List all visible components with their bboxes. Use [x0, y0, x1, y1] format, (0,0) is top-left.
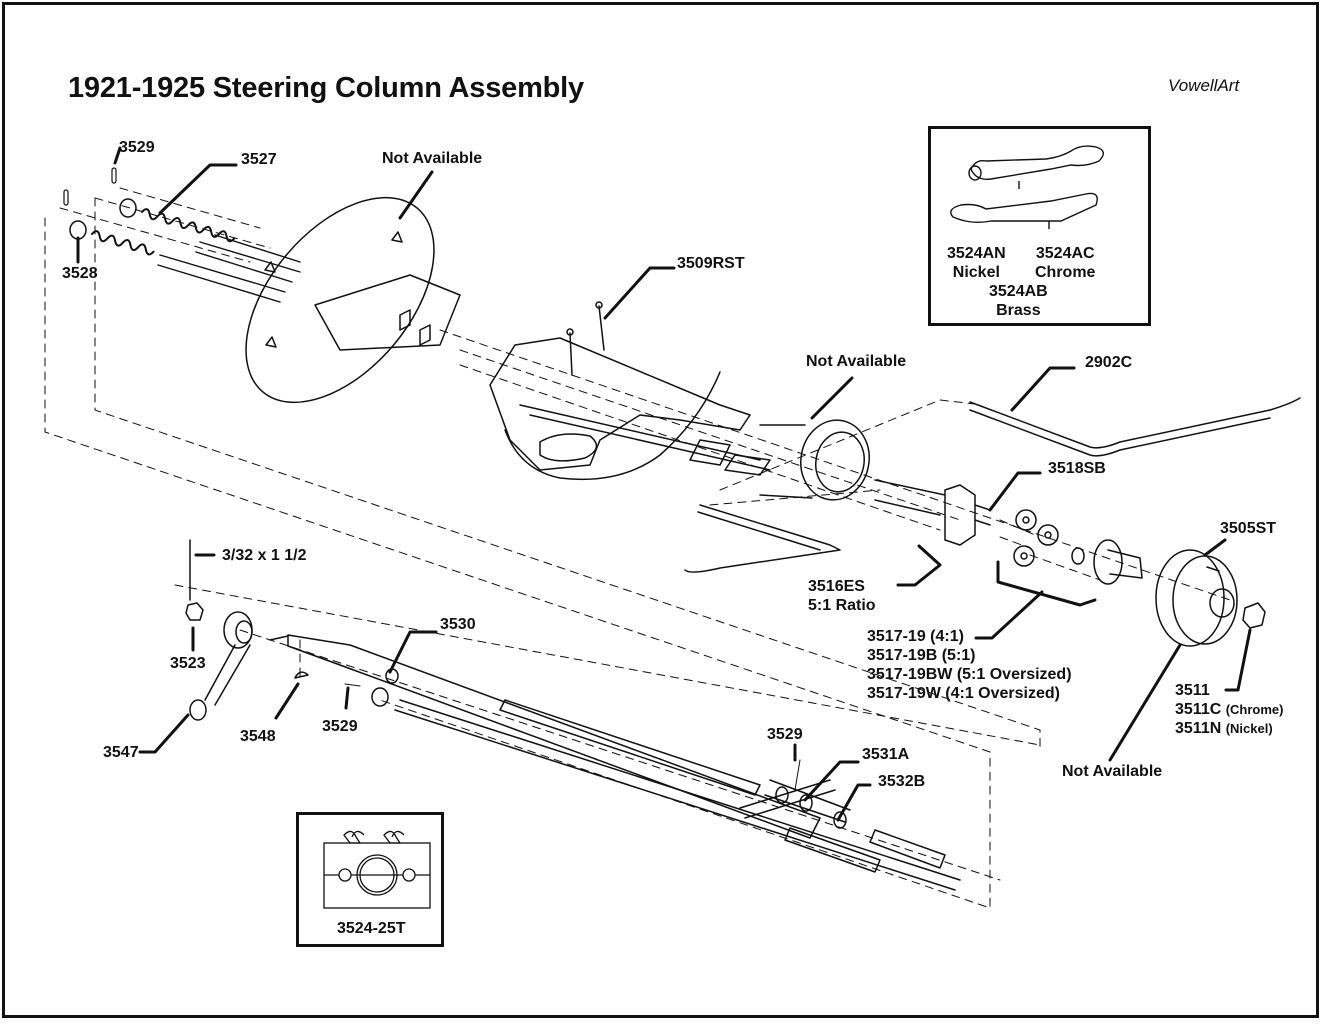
callout-3528: 3528	[62, 265, 98, 282]
callout-3517-19w: 3517-19W (4:1 Oversized)	[867, 685, 1060, 702]
wing-nut-right	[383, 830, 405, 844]
callout-3530: 3530	[440, 616, 476, 633]
callout-flange-not-available: Not Available	[382, 150, 483, 167]
pin-3529-low	[344, 683, 801, 791]
splined-ring	[689, 419, 870, 501]
callout-3517-19bw: 3517-19BW (5:1 Oversized)	[867, 666, 1072, 683]
callout-3527: 3527	[241, 151, 277, 168]
callout-3518sb: 3518SB	[1048, 460, 1106, 477]
page-title: 1921-1925 Steering Column Assembly	[68, 72, 584, 104]
inset-lever-options: 3524AN Nickel 3524AC Chrome 3524AB Brass	[928, 126, 1151, 326]
control-tubes	[157, 234, 301, 303]
steering-tube	[269, 634, 961, 891]
callout-ring-not-available: Not Available	[806, 353, 907, 370]
callout-3517-19: 3517-19 (4:1)	[867, 628, 964, 645]
driven-gear-shaft	[1071, 539, 1143, 585]
clamp-illustration	[323, 830, 431, 909]
callout-3529-top: 3529	[119, 139, 155, 156]
callout-2902c: 2902C	[1085, 354, 1133, 371]
callout-3516es-ratio: 5:1 Ratio	[808, 597, 876, 614]
callout-3532b: 3532B	[878, 773, 926, 790]
lever-option-chrome: 3524AC Chrome	[1035, 245, 1096, 281]
rod-2902c	[969, 397, 1301, 457]
inset-clamp: 3524-25T	[296, 812, 444, 947]
woodruff-key-3548	[294, 671, 309, 679]
callout-pin-size: 3/32 x 1 1/2	[222, 547, 307, 564]
callout-3511c: 3511C (Chrome)	[1175, 701, 1284, 718]
callout-3517-pinions: 3517-19 (4:1) 3517-19B (5:1) 3517-19BW (…	[867, 627, 1072, 703]
washer-3528	[69, 198, 137, 240]
callout-3523: 3523	[170, 655, 206, 672]
callout-3529-low: 3529	[767, 726, 803, 743]
spark-lever-3547	[189, 611, 253, 721]
spider-shaft	[874, 479, 991, 546]
callout-leaders	[76, 146, 1252, 822]
acorn-nut-3511	[1242, 602, 1266, 629]
lever-right-illustration	[970, 145, 1104, 180]
pinion-gears	[1013, 509, 1059, 567]
nut-3523	[185, 539, 204, 621]
wing-nut-left	[343, 830, 365, 844]
clamp-parts	[371, 668, 847, 829]
flange-plate	[245, 196, 461, 404]
callout-3511: 3511 3511C (Chrome) 3511N (Nickel)	[1175, 681, 1284, 738]
callout-3505st: 3505ST	[1220, 520, 1277, 537]
assembly-outline-upper	[44, 187, 1231, 909]
callout-3548: 3548	[240, 728, 276, 745]
callout-gearcase-not-available: Not Available	[1062, 763, 1163, 780]
callout-3511n: 3511N (Nickel)	[1175, 720, 1273, 737]
clamp-part-number: 3524-25T	[337, 920, 406, 937]
callout-3516es-part: 3516ES	[808, 578, 865, 595]
callout-3516es: 3516ES 5:1 Ratio	[808, 577, 876, 615]
pin-3529-top	[63, 167, 117, 206]
callout-3517-19b: 3517-19B (5:1)	[867, 647, 976, 664]
rod-lower	[684, 504, 841, 573]
callout-3547: 3547	[103, 744, 139, 761]
callout-3529-mid: 3529	[322, 718, 358, 735]
callout-3509rst: 3509RST	[677, 255, 745, 272]
lever-option-nickel: 3524AN Nickel	[947, 245, 1006, 281]
lever-illustrations	[950, 145, 1104, 229]
callout-3531a: 3531A	[862, 746, 910, 763]
artist-credit: VowellArt	[1168, 76, 1240, 95]
spring-3527	[91, 208, 236, 256]
callout-3511-part: 3511	[1175, 682, 1210, 699]
spark-throttle-quadrant	[489, 301, 771, 481]
lever-option-brass: 3524AB Brass	[989, 283, 1048, 319]
lever-left-illustration	[950, 192, 1098, 224]
